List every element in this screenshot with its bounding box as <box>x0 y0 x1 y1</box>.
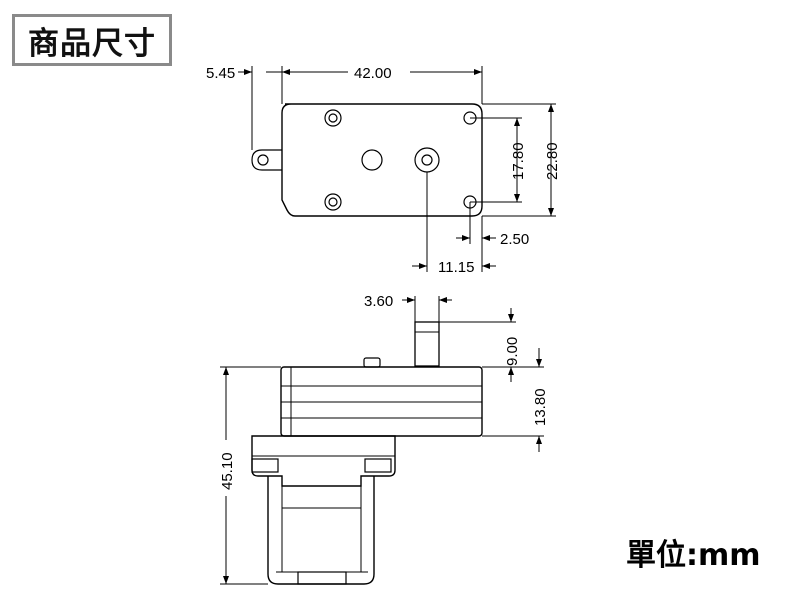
top-view <box>251 103 483 217</box>
dim-body-length: 42.00 <box>354 65 392 82</box>
dim-hole-spacing: 17.80 <box>510 142 527 180</box>
dim-shaft-diameter: 3.60 <box>364 293 393 310</box>
motor-housing <box>267 476 375 585</box>
ear-hole <box>257 154 269 166</box>
dim-body-height: 22.80 <box>544 142 561 180</box>
output-shaft-hole <box>414 147 440 173</box>
output-shaft <box>414 321 440 367</box>
dim-total-height: 45.10 <box>219 452 236 490</box>
side-view <box>251 321 483 585</box>
dim-gearbox-thickness: 13.80 <box>532 388 549 426</box>
mounting-ear <box>251 149 282 171</box>
page-title: 商品尺寸 <box>12 14 172 66</box>
motor-end-cap <box>297 571 347 585</box>
gearbox-body-outline <box>281 103 483 217</box>
dim-side <box>220 296 544 585</box>
dim-hole-offset: 2.50 <box>500 231 529 248</box>
dim-shaft-offset: 11.15 <box>438 259 474 276</box>
dim-offset-ear: 5.45 <box>206 65 235 82</box>
dim-right-heights <box>470 103 556 217</box>
center-boss <box>361 149 383 171</box>
dim-bottom-offsets <box>412 172 496 272</box>
screw-hole-bottom-left <box>324 193 342 211</box>
dim-shaft-length: 9.00 <box>504 337 521 366</box>
dim-top-length <box>238 66 483 150</box>
unit-label: 單位:mm <box>626 538 761 573</box>
screw-hole-top-left <box>324 109 342 127</box>
